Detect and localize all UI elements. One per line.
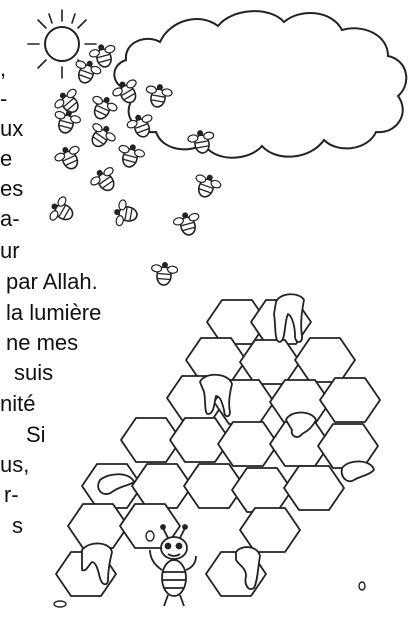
cloud-icon — [113, 10, 408, 159]
text-line-12: nité — [0, 391, 36, 416]
text-line-10: ne mes — [6, 330, 79, 355]
bee-character — [149, 524, 197, 607]
text-line-6: a- — [0, 206, 20, 231]
text-line-9: la lumière — [6, 300, 102, 325]
text-line-1: , — [0, 56, 7, 81]
text-line-4: e — [0, 146, 13, 171]
text-line-2: - — [0, 86, 8, 111]
text-line-7: ur — [0, 238, 20, 263]
text-line-15: r- — [4, 482, 19, 507]
text-line-8: par Allah. — [6, 269, 98, 294]
honey-drops — [53, 530, 366, 608]
text-line-13: Si — [26, 422, 46, 447]
text-line-3: ux — [0, 116, 24, 141]
text-line-16: s — [12, 513, 23, 538]
honey-drips — [81, 293, 375, 590]
sun-icon — [27, 9, 97, 79]
text-line-11: suis — [14, 360, 54, 385]
text-line-5: es — [0, 176, 24, 201]
text-line-14: us, — [0, 452, 30, 477]
